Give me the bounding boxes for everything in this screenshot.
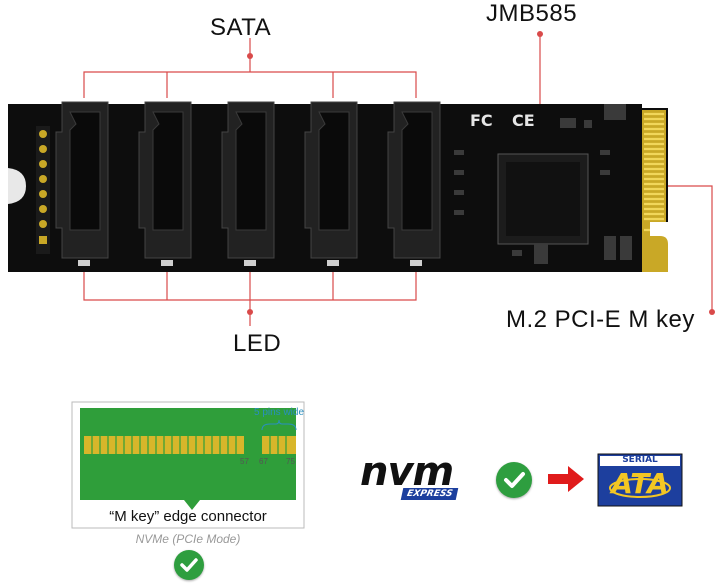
fc-mark: FC bbox=[470, 111, 493, 130]
m2-dot bbox=[709, 309, 715, 315]
pins-wide-note: 5 pins wide bbox=[254, 407, 305, 418]
pin-75-label: 75 bbox=[286, 457, 295, 466]
led-label: LED bbox=[233, 330, 282, 357]
nvm-express-logo: nvm EXPRESS bbox=[360, 452, 480, 512]
nvme-mode-caption: NVMe (PCIe Mode) bbox=[135, 532, 241, 546]
red-arrow-icon bbox=[548, 466, 584, 492]
checkmark-icon bbox=[496, 462, 532, 498]
checkmark-icon bbox=[174, 550, 204, 580]
sata-dot bbox=[247, 53, 253, 59]
edge-connector-diagram bbox=[71, 401, 305, 529]
m2-sata-adapter-board: FC CE bbox=[8, 101, 668, 272]
pin-header bbox=[36, 126, 50, 254]
smd-components bbox=[454, 104, 632, 264]
ata-logo-text: ATA bbox=[611, 467, 669, 500]
edge-connector-caption: “M key” edge connector bbox=[109, 508, 267, 525]
m2-key-label: M.2 PCI-E M key bbox=[506, 306, 695, 333]
led-dot bbox=[247, 309, 253, 315]
led-indicators bbox=[78, 260, 422, 266]
serial-ata-logo bbox=[597, 453, 683, 507]
pin-57-label: 57 bbox=[240, 457, 249, 466]
nvm-logo-text: nvm bbox=[360, 449, 454, 495]
jmb585-dot bbox=[537, 31, 543, 37]
pin-67-label: 67 bbox=[259, 457, 268, 466]
sata-label: SATA bbox=[210, 14, 272, 41]
serial-logo-text: SERIAL bbox=[622, 455, 658, 465]
ce-mark: CE bbox=[512, 111, 535, 130]
jmb585-label: JMB585 bbox=[486, 0, 578, 27]
express-logo-text: EXPRESS bbox=[400, 488, 459, 500]
